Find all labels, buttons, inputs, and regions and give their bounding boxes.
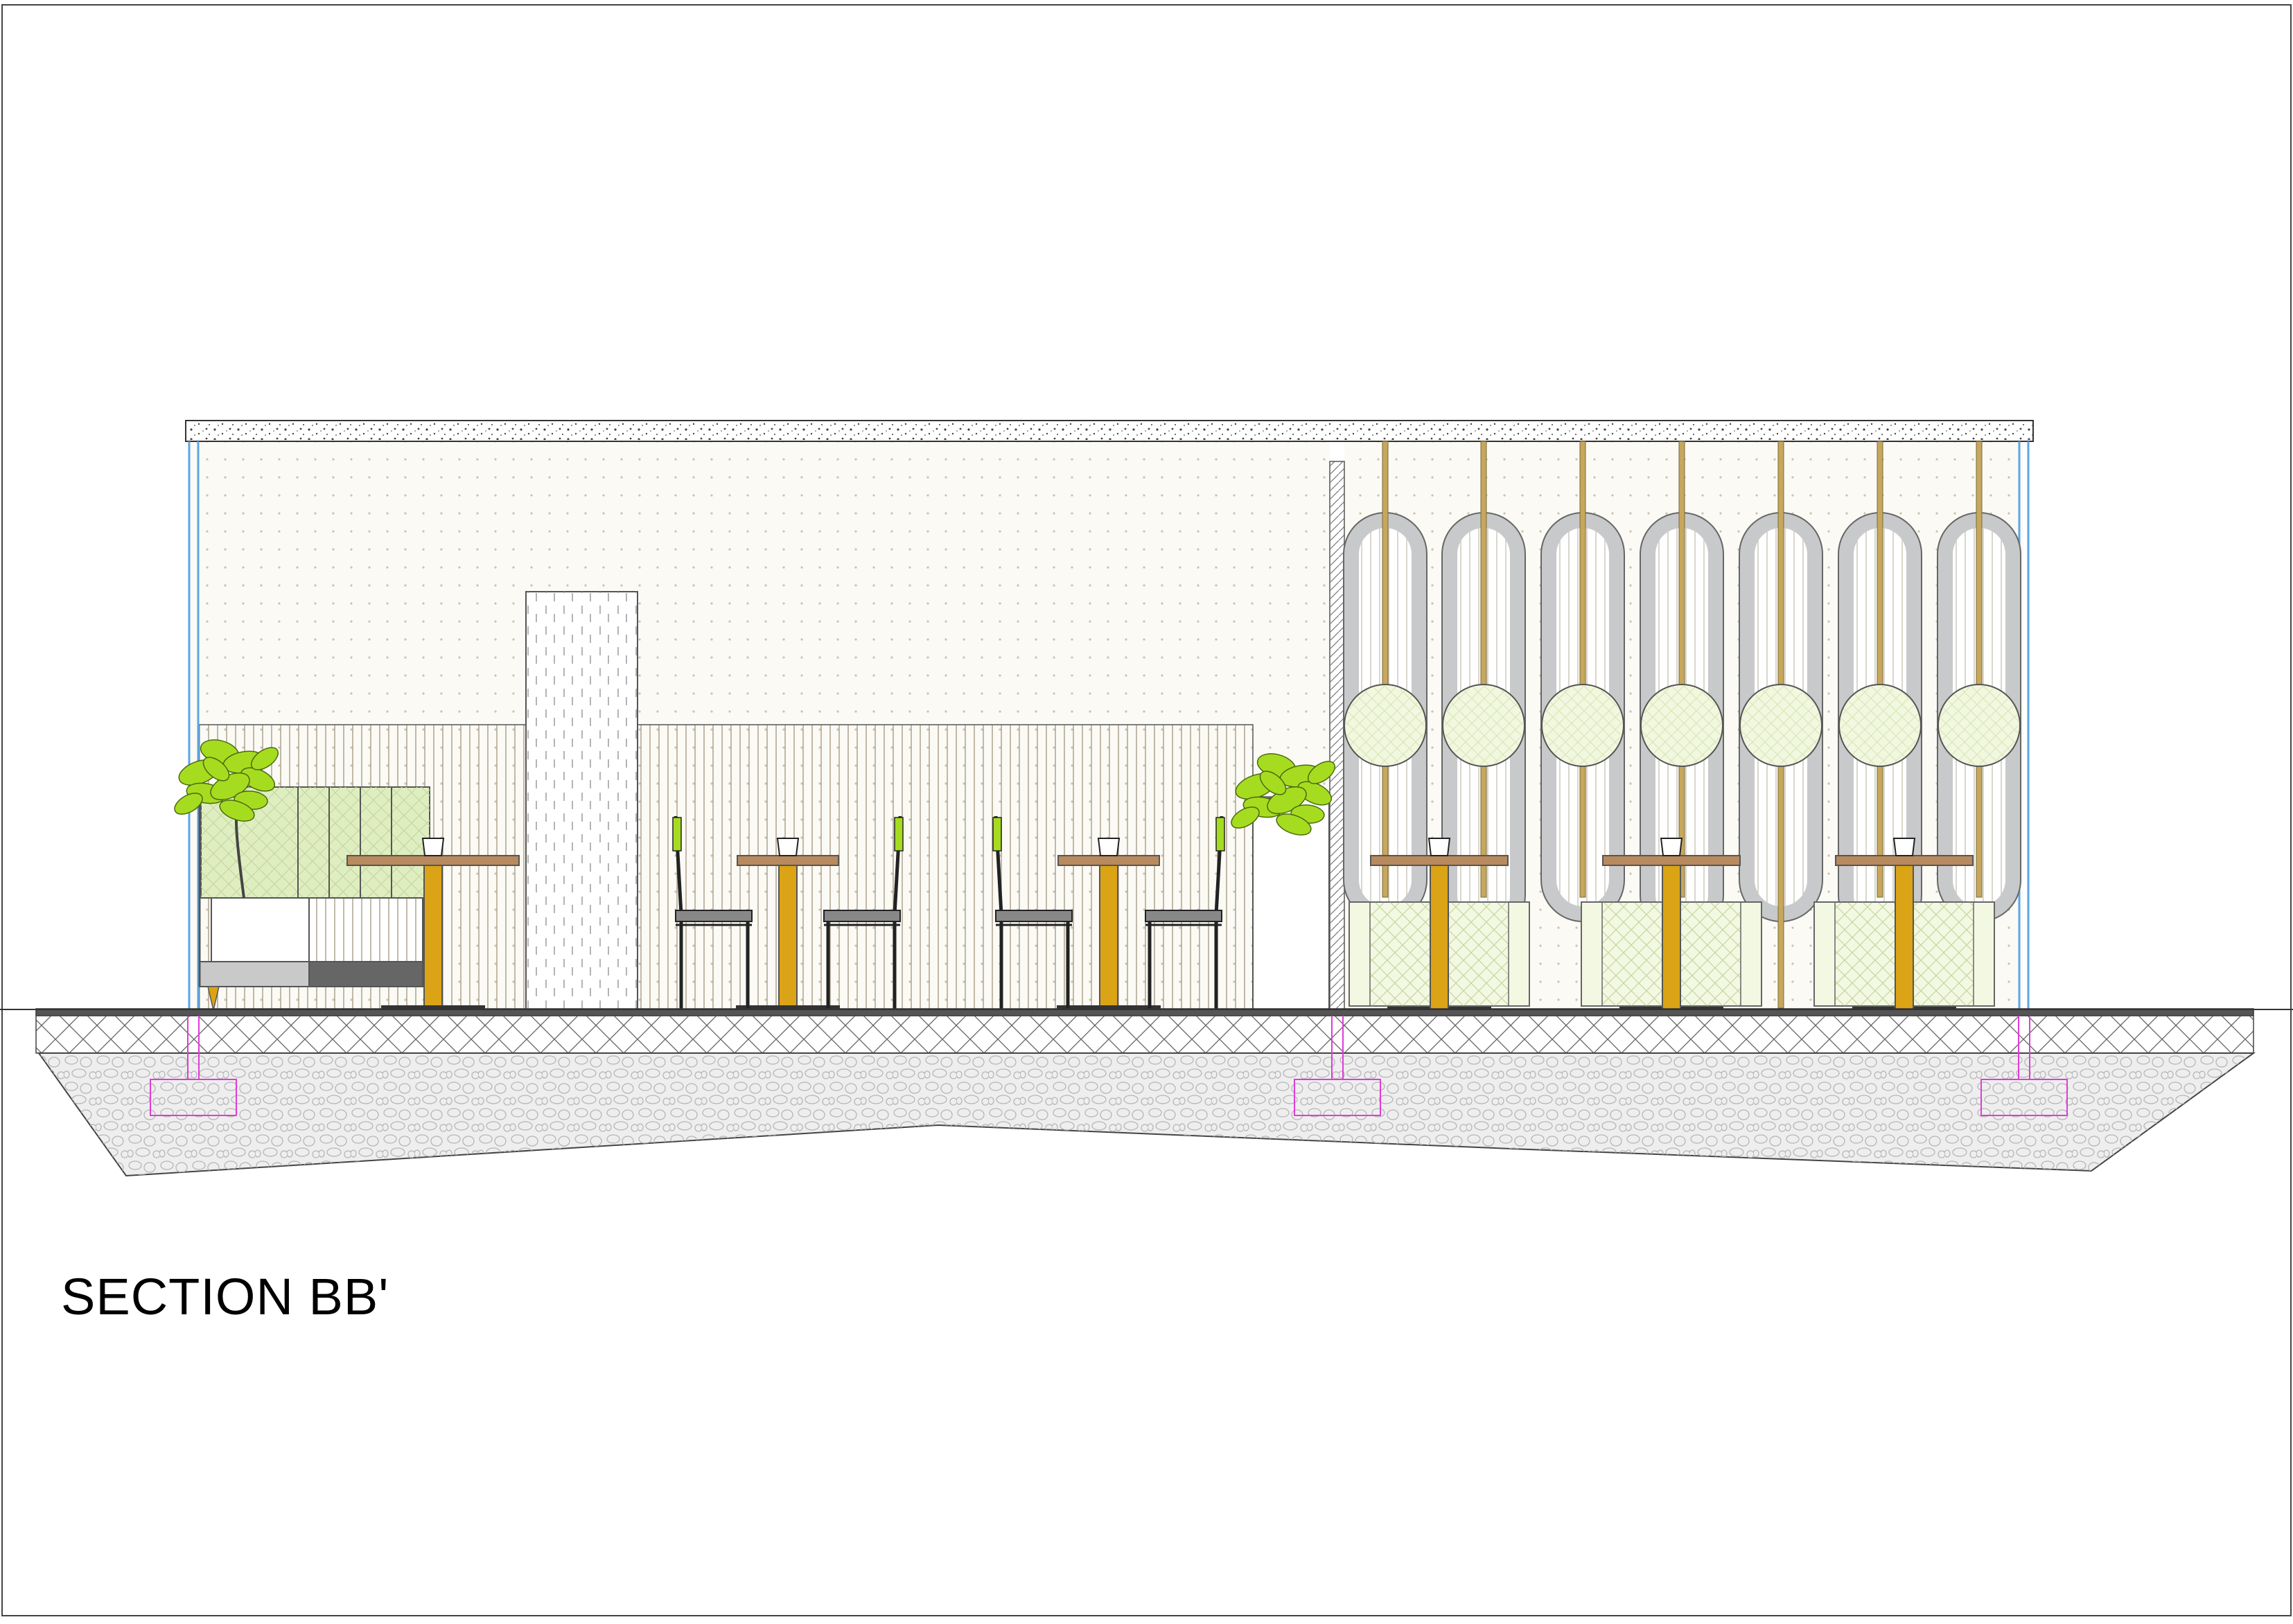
pendant-globe-texture — [1940, 686, 2019, 765]
brass-rod — [1877, 441, 1883, 725]
leaf — [250, 747, 279, 770]
chair-seat — [675, 910, 753, 922]
leaf — [1297, 781, 1333, 806]
table-3 — [1057, 838, 1161, 1010]
chair-1 — [672, 815, 753, 1009]
partition-wall — [1329, 461, 1345, 1012]
chair-3 — [992, 815, 1073, 1009]
pendant-lights — [1343, 441, 2021, 1010]
table-base — [1057, 1005, 1161, 1009]
footing-2 — [1294, 1016, 1381, 1116]
coffee-cup-icon — [421, 838, 445, 856]
brass-rod-lower — [1382, 765, 1389, 898]
leaf — [219, 800, 255, 822]
ground-diamond-layer — [35, 1015, 2254, 1054]
pendant-6 — [1838, 441, 1922, 937]
booth-2 — [1581, 865, 1762, 1010]
table-leg — [423, 865, 443, 1010]
chair-seat — [995, 910, 1073, 922]
pendant-2 — [1441, 441, 1526, 937]
footings — [150, 1016, 2068, 1116]
table-leg-front — [1662, 865, 1681, 1010]
table-base — [381, 1005, 485, 1009]
leaf — [1259, 770, 1287, 795]
pendant-4 — [1640, 441, 1724, 937]
table-top — [346, 855, 520, 866]
coffee-cup-icon — [776, 838, 800, 856]
pendant-globe-texture — [1444, 686, 1523, 765]
booth-seats — [1348, 865, 1995, 1010]
footing-1 — [150, 1016, 237, 1116]
chair-back-pad — [992, 817, 1002, 851]
table-top — [737, 855, 839, 866]
brick-pillar-texture — [526, 592, 638, 1010]
table-1 — [346, 838, 520, 1010]
potted-plant-icon — [1231, 753, 1336, 836]
brass-rod — [1382, 441, 1389, 725]
pendant-5 — [1739, 441, 1823, 1010]
pendant-3 — [1540, 441, 1625, 922]
pendant-7 — [1937, 441, 2021, 922]
brass-rod — [1678, 441, 1685, 725]
coffee-cup-icon — [1427, 838, 1451, 856]
table-top — [1602, 855, 1741, 866]
leaf — [174, 793, 203, 815]
pendant-globe-texture — [1543, 686, 1622, 765]
chair-back-pad — [1215, 817, 1225, 851]
chair-seat — [1145, 910, 1222, 922]
brass-rod-lower — [1976, 765, 1983, 898]
pendant-globe-texture — [1741, 686, 1820, 765]
brass-rod-lower — [1777, 765, 1784, 1009]
leaf — [1307, 761, 1336, 784]
brass-rod-lower — [1480, 765, 1487, 898]
table-base — [736, 1005, 840, 1009]
table-top — [1835, 855, 1974, 866]
brass-rod-lower — [1579, 765, 1586, 898]
coffee-cup-icon — [1660, 838, 1683, 856]
brass-rod-lower — [1877, 765, 1883, 898]
footing-pad — [150, 1079, 237, 1116]
pendant-1 — [1343, 441, 1427, 922]
ground-gravel-texture — [39, 1053, 2254, 1176]
table-leg-front — [1430, 865, 1449, 1010]
column-left — [188, 441, 200, 1014]
chair-back-pad — [894, 817, 904, 851]
table-leg — [778, 865, 798, 1010]
pendant-globe-texture — [1346, 686, 1425, 765]
footing-3 — [1980, 1016, 2068, 1116]
chair-2 — [823, 815, 904, 1009]
leaf — [1276, 813, 1312, 836]
pendant-globe-texture — [1840, 686, 1919, 765]
leaf — [202, 757, 230, 782]
chair-seat — [823, 910, 901, 922]
chairs — [672, 815, 1225, 1009]
coffee-cup-icon — [1097, 838, 1121, 856]
table-top — [1057, 855, 1160, 866]
table-leg-front — [1895, 865, 1914, 1010]
leaf — [1231, 806, 1260, 829]
footing-pad — [1980, 1079, 2068, 1116]
plants — [174, 739, 1336, 836]
ceiling-slab-texture — [186, 422, 2033, 440]
leaf — [240, 767, 276, 792]
brass-rod — [1579, 441, 1586, 725]
chair-back-pad — [672, 817, 682, 851]
wainscot-center — [637, 724, 1254, 1011]
chair-4 — [1145, 815, 1225, 1009]
coffee-cup-icon — [1892, 838, 1916, 856]
pendant-globe-texture — [1642, 686, 1721, 765]
brass-rod — [1480, 441, 1487, 725]
booth-1 — [1348, 865, 1530, 1010]
table-leg — [1099, 865, 1118, 1010]
footing-pad — [1294, 1079, 1381, 1116]
sofa-booth — [198, 786, 430, 1011]
section-title: SECTION BB' — [61, 1268, 389, 1325]
table-top — [1370, 855, 1509, 866]
booth-3 — [1813, 865, 1995, 1010]
brass-rod — [1976, 441, 1983, 725]
potted-plant-icon — [174, 739, 279, 822]
